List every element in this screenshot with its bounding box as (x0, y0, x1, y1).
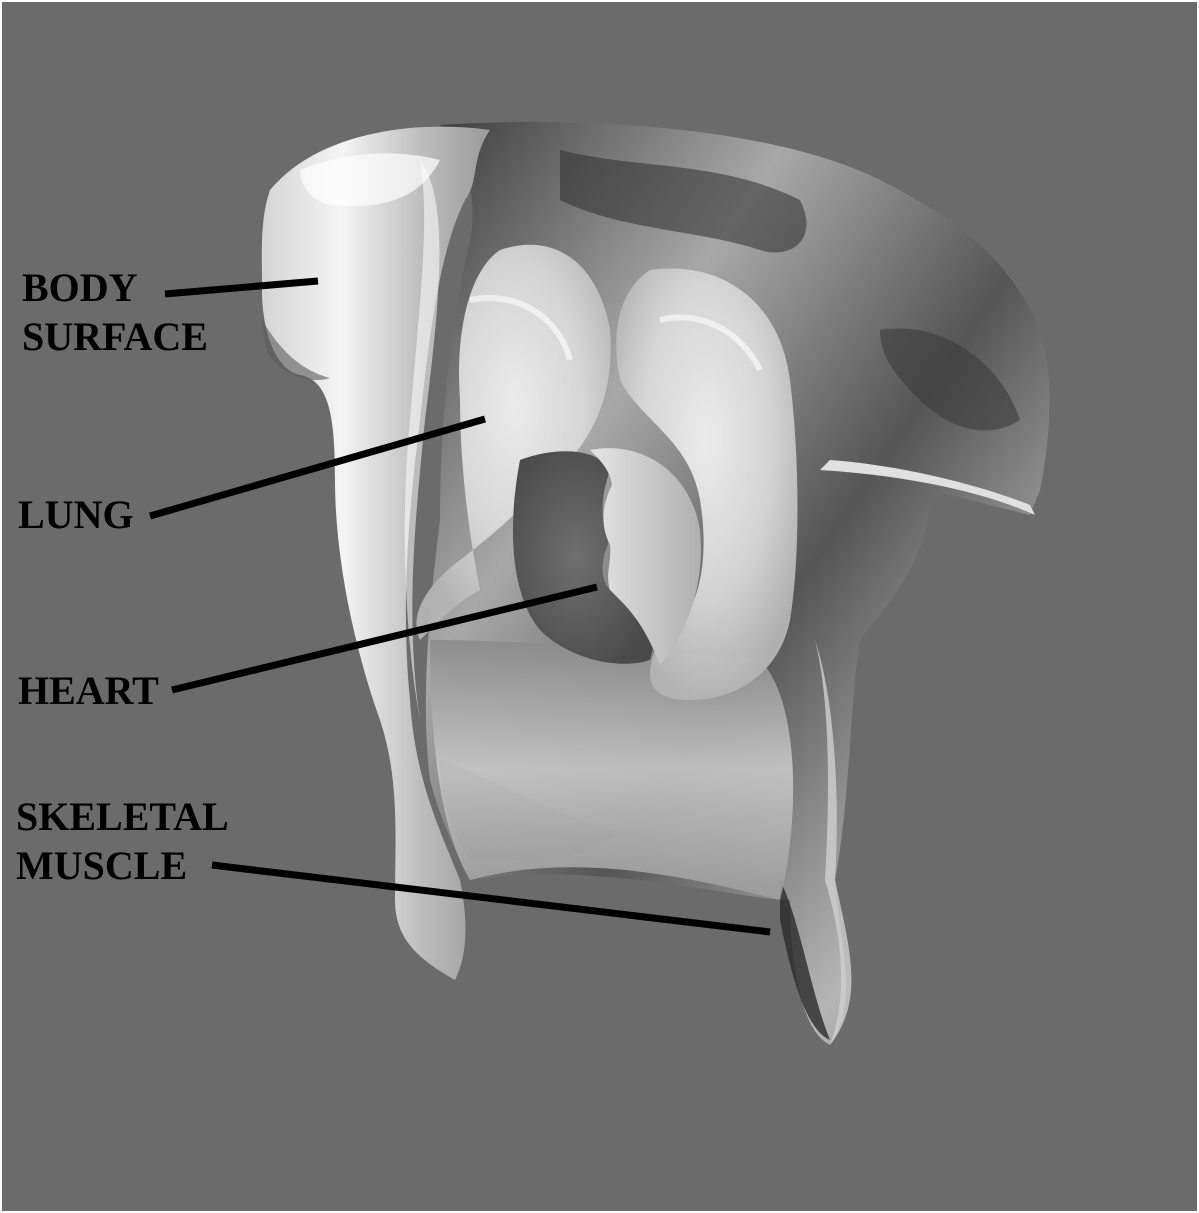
label-body-surface-line2: SURFACE (22, 313, 208, 361)
label-skeletal-muscle-line1: SKELETAL (16, 793, 229, 841)
label-body-surface-line1: BODY (22, 264, 138, 312)
label-heart: HEART (18, 667, 159, 715)
label-skeletal-muscle-line2: MUSCLE (16, 842, 187, 890)
label-lung: LUNG (18, 491, 134, 539)
